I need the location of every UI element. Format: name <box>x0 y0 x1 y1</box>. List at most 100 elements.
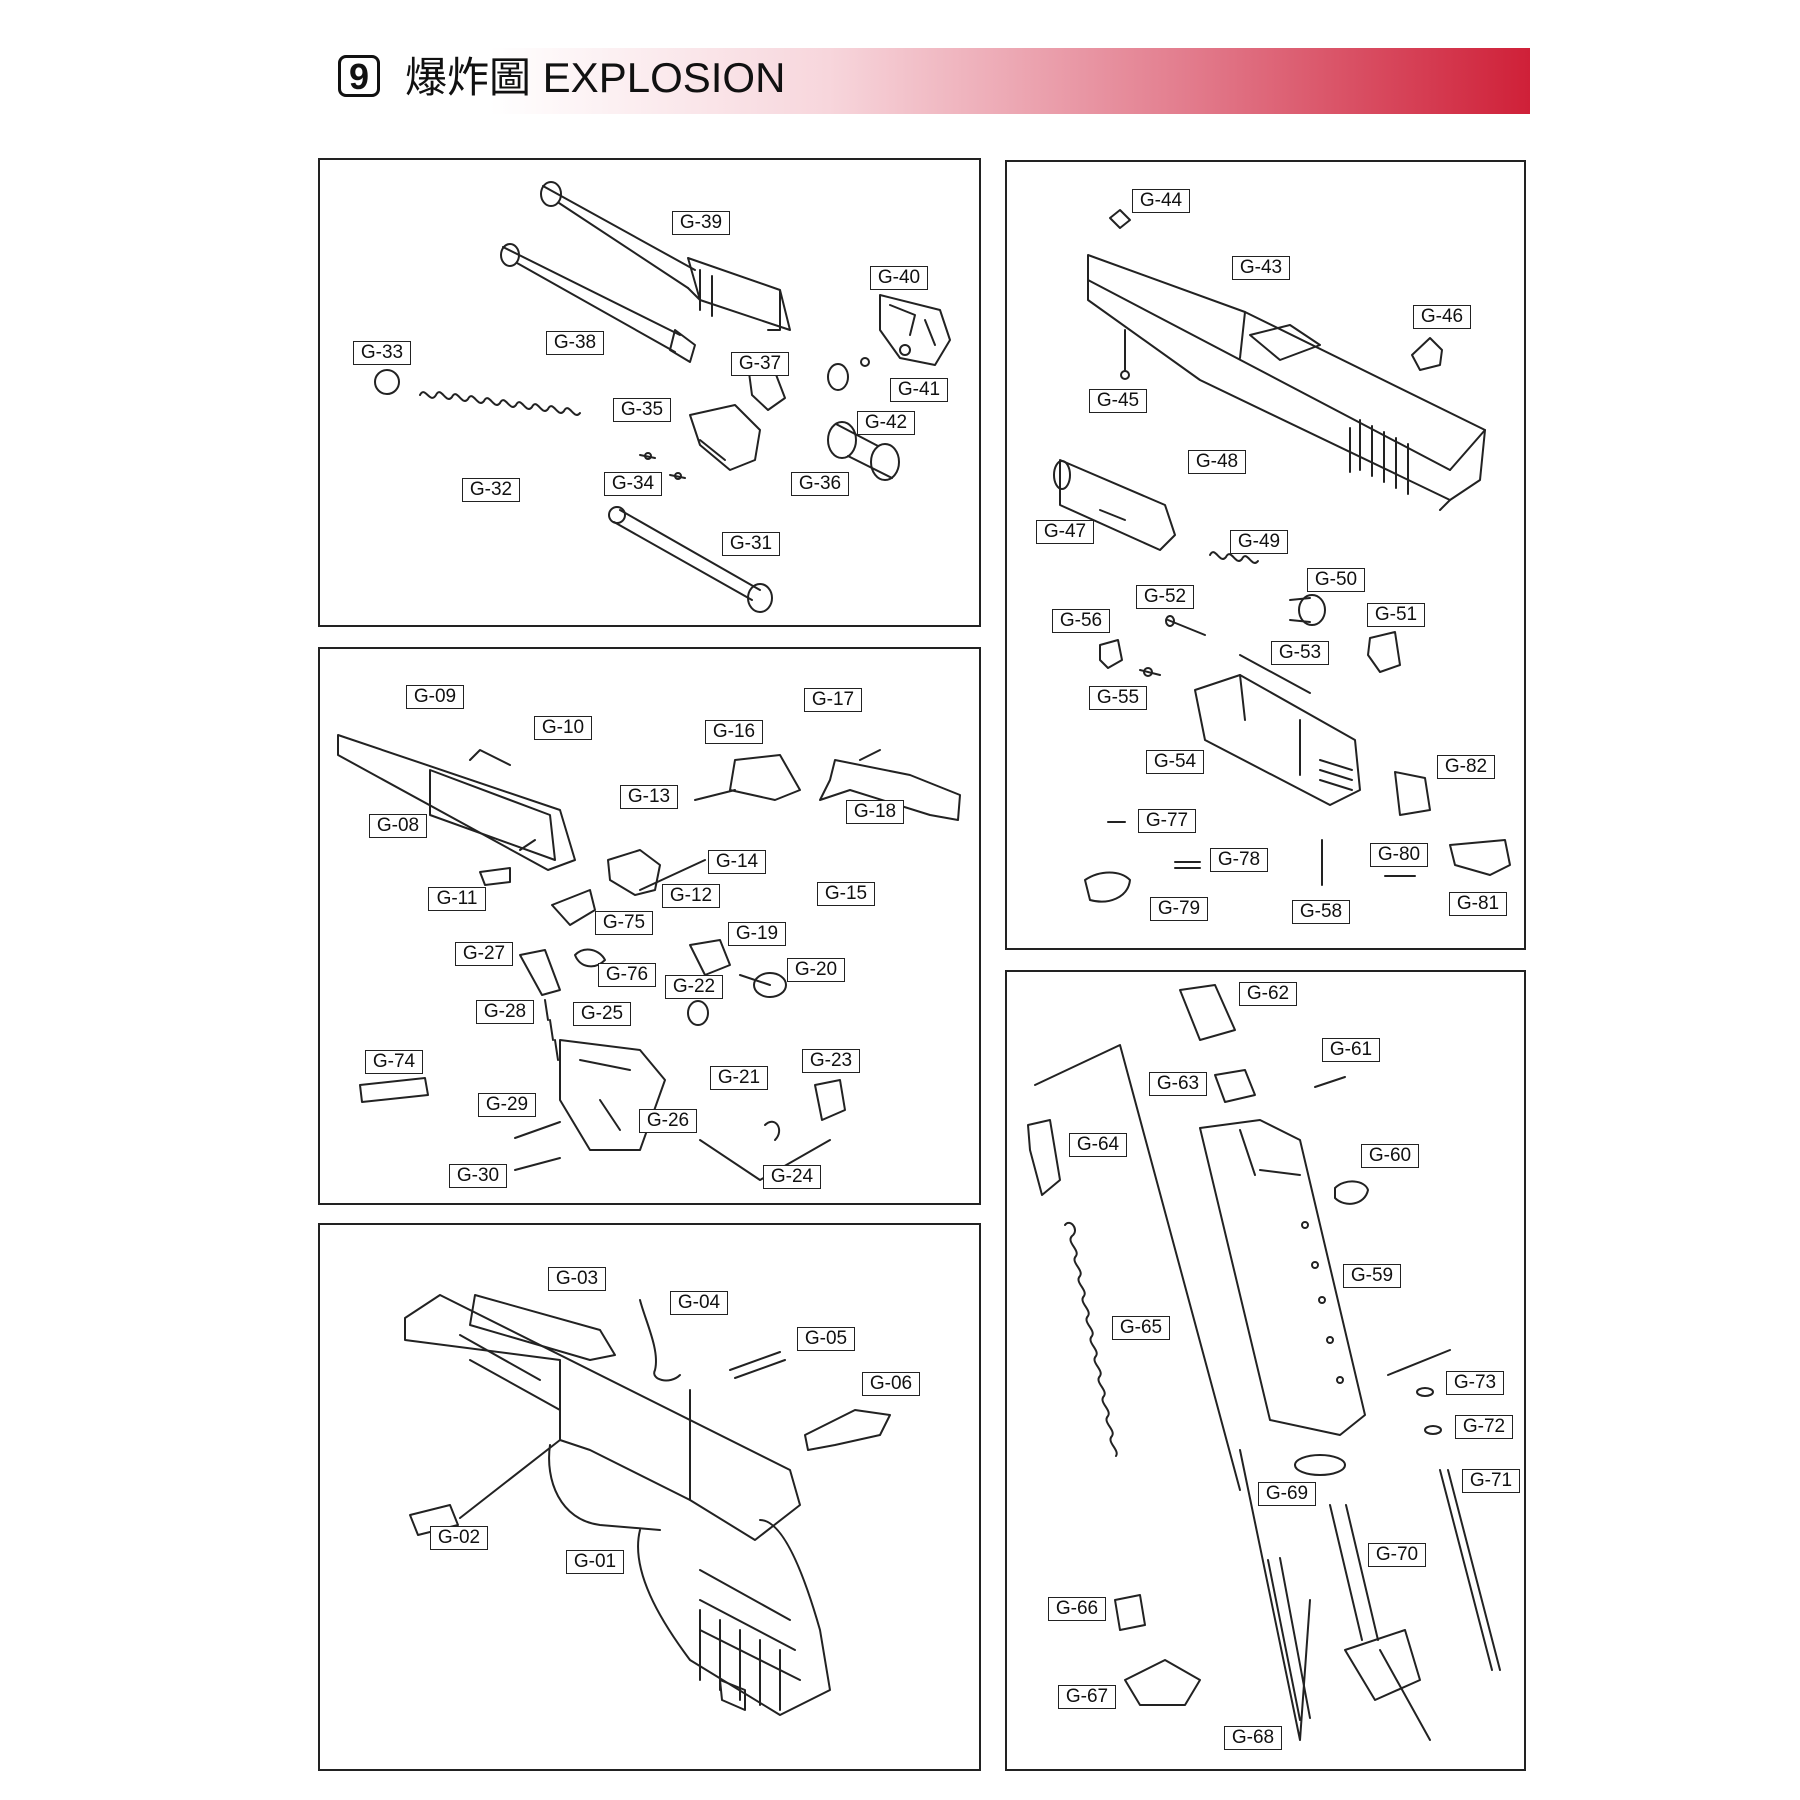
part-label: G-37 <box>731 352 789 376</box>
part-label: G-02 <box>430 1526 488 1550</box>
torsion-spring-part <box>574 948 606 968</box>
part-label: G-48 <box>1188 450 1246 474</box>
part-label: G-71 <box>1462 1469 1520 1493</box>
nozzle-valve-part <box>1289 594 1326 626</box>
part-label: G-65 <box>1112 1316 1170 1340</box>
hopup-chamber-part <box>879 294 951 366</box>
sear-part <box>519 949 561 996</box>
part-label: G-76 <box>598 963 656 987</box>
pin-spring-part <box>544 999 559 1061</box>
part-label: G-68 <box>1224 1726 1282 1750</box>
part-label: G-09 <box>406 685 464 709</box>
mag-catch-part <box>409 1504 459 1536</box>
part-label: G-40 <box>870 266 928 290</box>
part-label: G-03 <box>548 1267 606 1291</box>
part-label: G-22 <box>665 975 723 999</box>
part-label: G-73 <box>1446 1371 1504 1395</box>
part-label: G-55 <box>1089 686 1147 710</box>
valve-rod-part <box>1165 615 1206 636</box>
leader-lines-fc <box>519 839 831 1181</box>
section-number-badge: 9 <box>338 55 380 97</box>
block-part-81 <box>1449 839 1511 876</box>
part-label: G-19 <box>728 922 786 946</box>
part-label: G-66 <box>1048 1597 1106 1621</box>
valve-spring-part <box>1239 654 1311 694</box>
screws-part <box>639 452 686 480</box>
panel-slide-assembly <box>1005 160 1526 950</box>
part-label: G-10 <box>534 716 592 740</box>
part-label: G-47 <box>1036 520 1094 544</box>
part-label: G-77 <box>1138 809 1196 833</box>
mag-follower-part <box>1027 1119 1061 1196</box>
part-label: G-64 <box>1069 1133 1127 1157</box>
panel-frame <box>318 1223 981 1771</box>
part-label: G-30 <box>449 1164 507 1188</box>
part-label: G-27 <box>455 942 513 966</box>
part-label: G-50 <box>1307 568 1365 592</box>
sight-screw-part <box>1120 329 1130 380</box>
part-label: G-13 <box>620 785 678 809</box>
cylinder-housing-part <box>1194 674 1361 806</box>
part-label: G-11 <box>428 887 486 911</box>
bracket-part <box>1394 771 1431 816</box>
part-label: G-01 <box>566 1550 624 1574</box>
part-label: G-35 <box>613 398 671 422</box>
part-label: G-28 <box>476 1000 534 1024</box>
part-label: G-78 <box>1210 848 1268 872</box>
knocker-part <box>1099 639 1123 669</box>
part-label: G-34 <box>604 472 662 496</box>
mag-plate-part-67 <box>1124 1659 1201 1706</box>
part-label: G-21 <box>710 1066 768 1090</box>
nozzle-spring-part <box>1209 551 1259 564</box>
part-label: G-04 <box>670 1291 728 1315</box>
part-label: G-38 <box>546 331 604 355</box>
mag-lip-part <box>1179 984 1236 1041</box>
part-label: G-75 <box>595 911 653 935</box>
part-label: G-61 <box>1322 1038 1380 1062</box>
mag-base-part-66 <box>1114 1594 1146 1631</box>
part-label: G-63 <box>1149 1072 1207 1096</box>
part-label: G-14 <box>708 850 766 874</box>
part-label: G-08 <box>369 814 427 838</box>
guide-rod-part <box>608 506 773 613</box>
slide-part <box>1087 254 1486 511</box>
panel-barrel-assembly <box>318 158 981 627</box>
small-spring-part <box>1174 861 1201 869</box>
front-sight-part <box>1109 209 1131 229</box>
part-label: G-46 <box>1413 305 1471 329</box>
part-label: G-29 <box>478 1093 536 1117</box>
part-label: G-25 <box>573 1002 631 1026</box>
part-label: G-69 <box>1258 1482 1316 1506</box>
valve-rod-part-68 <box>1267 1557 1311 1721</box>
spring-part-24 <box>764 1120 781 1141</box>
frame-pin-part <box>729 1351 786 1379</box>
part-label: G-72 <box>1455 1415 1513 1439</box>
base-block-part <box>1344 1629 1421 1701</box>
part-label: G-81 <box>1449 892 1507 916</box>
part-label: G-60 <box>1361 1144 1419 1168</box>
spring-cap-part <box>374 369 400 395</box>
part-label: G-18 <box>846 800 904 824</box>
pin-part-30 <box>514 1157 561 1171</box>
slide-lock-part <box>804 1409 891 1451</box>
locking-block-frame-part <box>469 1294 616 1361</box>
part-label: G-39 <box>672 211 730 235</box>
hop-adjuster-part <box>689 404 761 471</box>
section-header-bar <box>320 48 1530 114</box>
rail-part <box>337 734 576 871</box>
small-o-ring-part <box>860 357 870 367</box>
part-label: G-54 <box>1146 750 1204 774</box>
barrel-sleeve-part <box>827 421 900 481</box>
o-ring-part-73 <box>1416 1387 1434 1397</box>
trigger-part <box>607 849 661 896</box>
part-label: G-56 <box>1052 609 1110 633</box>
panel-fire-control <box>318 647 981 1205</box>
lever-part <box>1084 871 1131 903</box>
cylinder-pin-part <box>359 1077 429 1103</box>
nozzle-retainer-part <box>1367 631 1401 673</box>
part-label: G-51 <box>1367 603 1425 627</box>
part-label: G-42 <box>857 411 915 435</box>
panel-magazine <box>1005 970 1526 1771</box>
trigger-bar-part <box>694 754 801 801</box>
